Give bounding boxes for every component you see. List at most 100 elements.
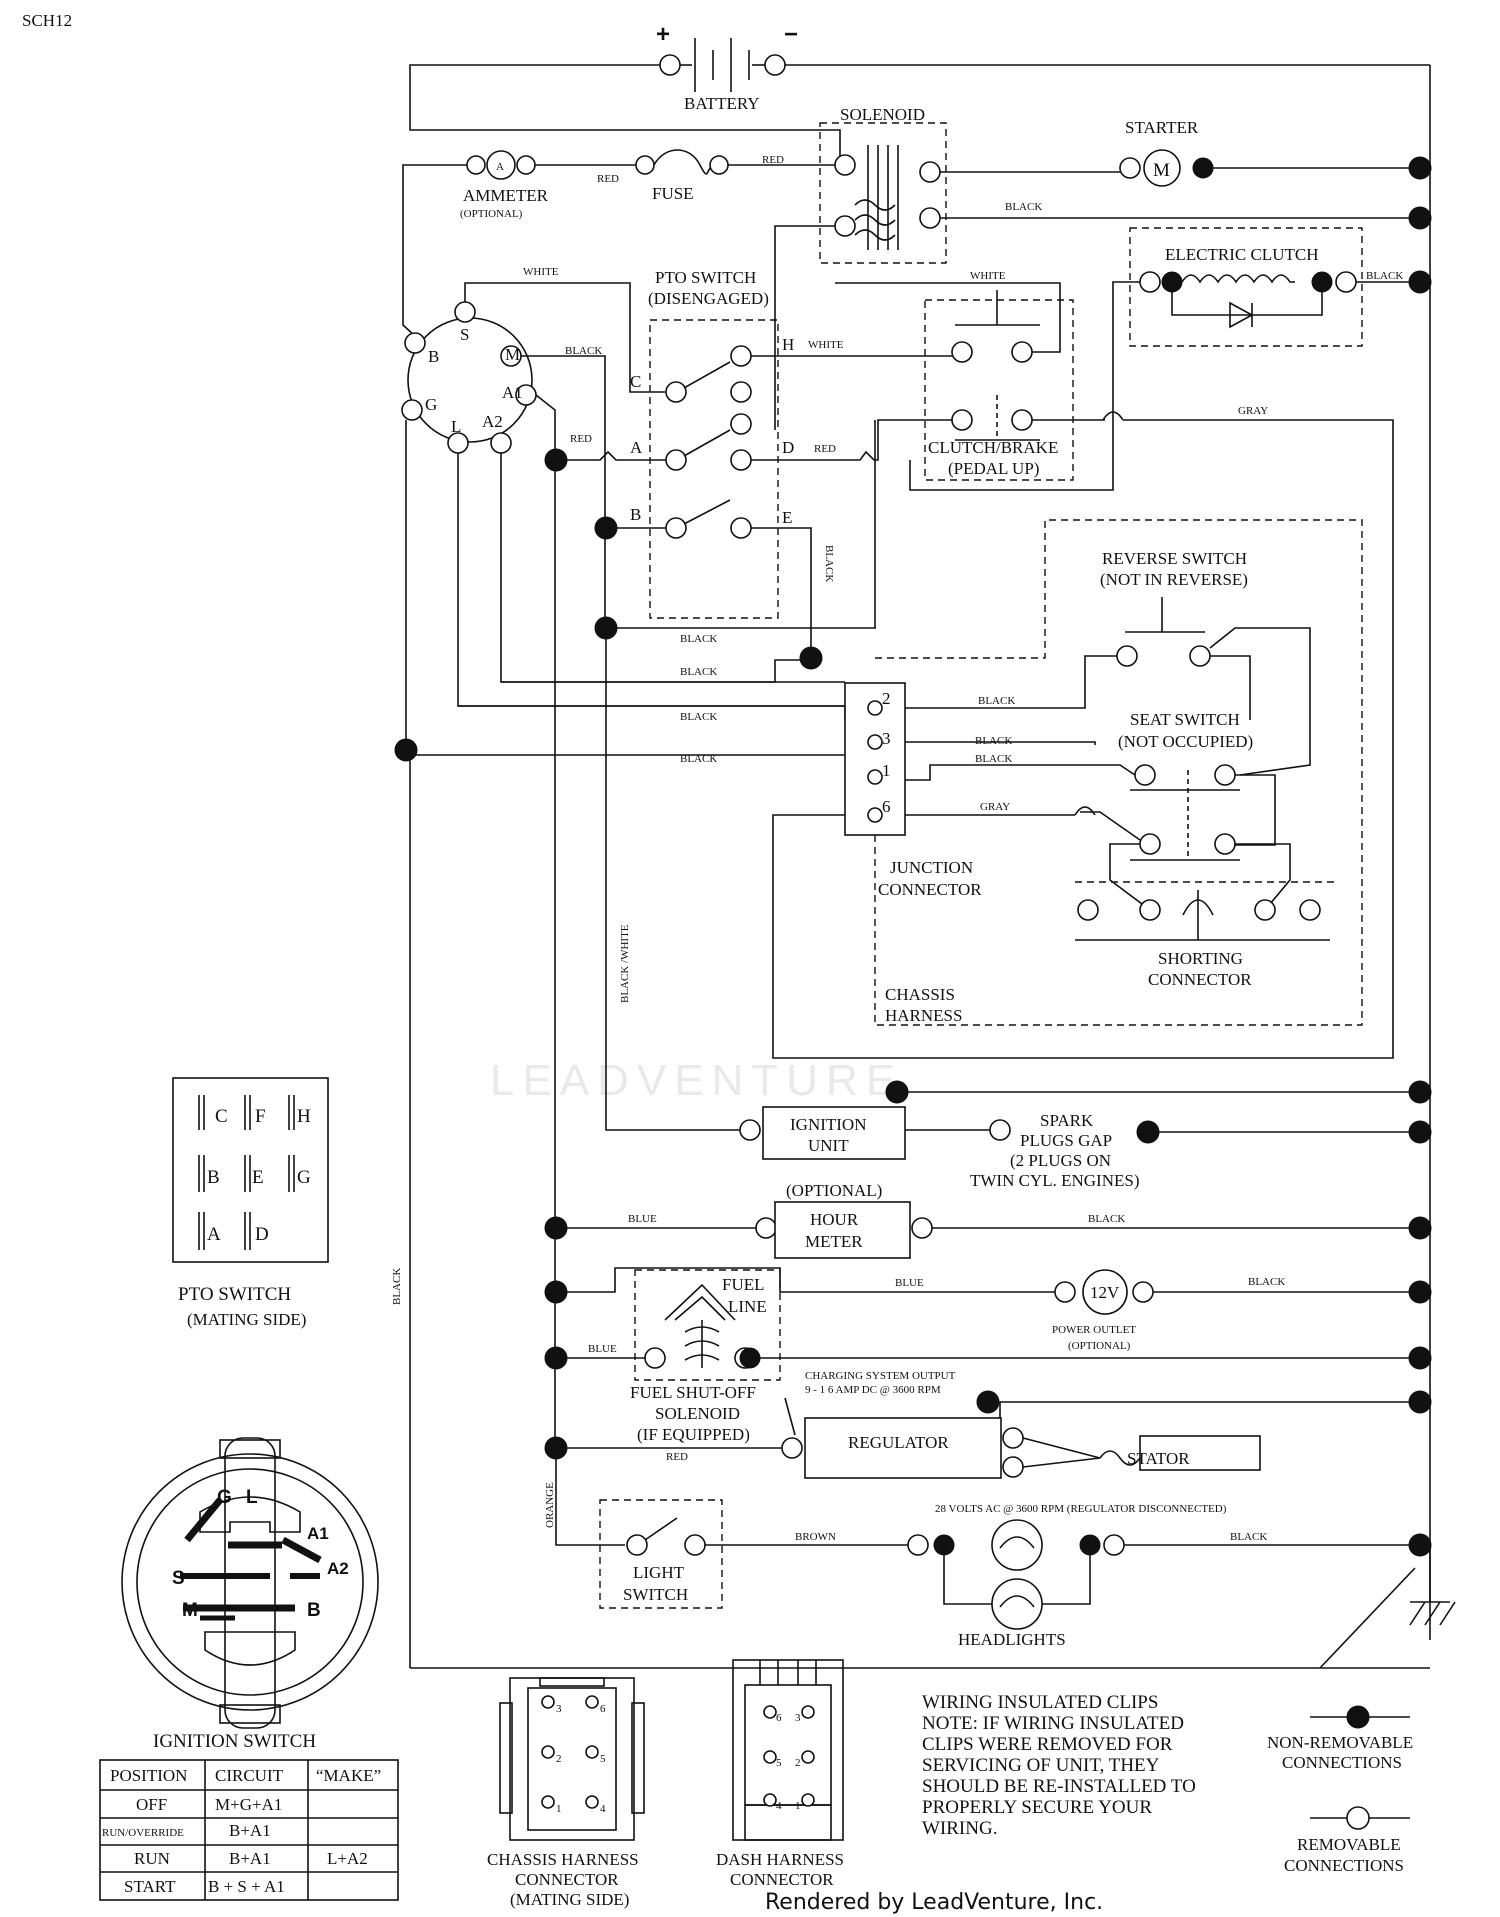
solenoid-coil-wire <box>774 225 835 430</box>
svg-text:STATOR: STATOR <box>1127 1449 1190 1468</box>
svg-text:2: 2 <box>556 1753 562 1765</box>
svg-text:GRAY: GRAY <box>980 801 1010 813</box>
svg-text:NOTE: IF WIRING INSULATED: NOTE: IF WIRING INSULATED <box>922 1713 1184 1734</box>
fuse-label: FUSE <box>652 184 694 203</box>
svg-text:WIRING INSULATED CLIPS: WIRING INSULATED CLIPS <box>922 1692 1158 1713</box>
svg-text:D: D <box>255 1224 269 1245</box>
svg-text:SHOULD BE RE-INSTALLED TO: SHOULD BE RE-INSTALLED TO <box>922 1776 1196 1797</box>
svg-text:PLUGS GAP: PLUGS GAP <box>1020 1131 1112 1150</box>
svg-text:C: C <box>630 372 641 391</box>
pto-mating-side: C F H B E G A D PTO SWITCH (MATING SIDE) <box>172 1077 329 1329</box>
svg-text:(NOT OCCUPIED): (NOT OCCUPIED) <box>1118 732 1253 751</box>
solenoid: SOLENOID <box>819 105 947 264</box>
ign-a2-wire <box>500 453 810 683</box>
svg-text:CONNECTOR: CONNECTOR <box>1148 970 1252 989</box>
svg-text:BLACK: BLACK <box>680 666 717 678</box>
svg-text:4: 4 <box>776 1800 782 1812</box>
note-block: WIRING INSULATED CLIPS NOTE: IF WIRING I… <box>922 1692 1196 1839</box>
svg-text:CONNECTOR: CONNECTOR <box>878 880 982 899</box>
svg-text:1: 1 <box>795 1800 801 1812</box>
svg-text:TWIN CYL. ENGINES): TWIN CYL. ENGINES) <box>970 1171 1140 1190</box>
svg-text:REMOVABLE: REMOVABLE <box>1297 1835 1401 1854</box>
svg-text:(2 PLUGS ON: (2 PLUGS ON <box>1010 1151 1111 1170</box>
svg-text:6: 6 <box>776 1712 782 1724</box>
svg-text:9 - 1 6 AMP DC @ 3600 RPM: 9 - 1 6 AMP DC @ 3600 RPM <box>805 1384 941 1396</box>
spark-plugs-label: SPARK <box>1040 1111 1094 1130</box>
svg-text:RED: RED <box>814 443 836 455</box>
regulator: REGULATOR <box>781 1417 1024 1479</box>
ignition-terminal-block: S B M A1 G L A2 <box>401 301 537 454</box>
svg-text:BLACK: BLACK <box>975 735 1012 747</box>
svg-text:D: D <box>782 438 794 457</box>
dash-harness-connector: 6 3 5 2 4 1 DASH HARNESS CONNECTOR <box>716 1659 844 1889</box>
svg-text:PROPERLY SECURE YOUR: PROPERLY SECURE YOUR <box>922 1797 1152 1818</box>
svg-text:CONNECTOR: CONNECTOR <box>730 1870 834 1889</box>
pto-d-red-wire <box>751 419 962 461</box>
svg-text:BLACK: BLACK <box>1005 201 1042 213</box>
svg-text:M: M <box>1153 160 1170 181</box>
svg-text:H: H <box>782 335 794 354</box>
battery-label: BATTERY <box>684 94 760 113</box>
svg-text:A1: A1 <box>307 1524 329 1543</box>
svg-text:4: 4 <box>600 1803 606 1815</box>
sheet-id: SCH12 <box>22 11 72 30</box>
ignition-unit: IGNITION UNIT <box>739 1106 906 1160</box>
svg-text:E: E <box>252 1167 264 1188</box>
svg-text:S: S <box>172 1568 185 1589</box>
reverse-seat-wire <box>1209 627 1311 776</box>
shorting-connector: SHORTING CONNECTOR <box>1075 881 1335 989</box>
svg-text:JUNCTION: JUNCTION <box>890 858 973 877</box>
svg-text:WIRING.: WIRING. <box>922 1818 997 1839</box>
svg-text:DASH HARNESS: DASH HARNESS <box>716 1850 844 1869</box>
svg-text:HEADLIGHTS: HEADLIGHTS <box>958 1630 1066 1649</box>
svg-text:A2: A2 <box>482 412 503 431</box>
svg-text:2: 2 <box>882 689 891 708</box>
svg-text:G: G <box>425 395 437 414</box>
svg-text:A2: A2 <box>327 1559 349 1578</box>
gray-wire <box>772 419 1394 1059</box>
svg-text:3: 3 <box>556 1703 562 1715</box>
ammeter-note: (OPTIONAL) <box>460 208 523 220</box>
svg-text:RED: RED <box>762 154 784 166</box>
svg-text:RUN/OVERRIDE: RUN/OVERRIDE <box>102 1827 184 1839</box>
svg-text:C: C <box>215 1106 228 1127</box>
svg-text:BLUE: BLUE <box>588 1343 617 1355</box>
svg-text:BLUE: BLUE <box>628 1213 657 1225</box>
svg-text:G: G <box>297 1167 311 1188</box>
svg-text:FUEL SHUT-OFF: FUEL SHUT-OFF <box>630 1383 756 1402</box>
svg-text:SEAT SWITCH: SEAT SWITCH <box>1130 710 1240 729</box>
starter: M STARTER <box>1119 118 1214 187</box>
light-switch: LIGHT SWITCH <box>599 1499 723 1609</box>
chassis-harness-boundary <box>874 519 1363 1026</box>
svg-text:BLACK: BLACK <box>1366 270 1403 282</box>
headlight-icon <box>991 1519 1043 1571</box>
svg-text:IGNITION: IGNITION <box>790 1115 866 1134</box>
svg-text:CHARGING SYSTEM OUTPUT: CHARGING SYSTEM OUTPUT <box>805 1370 956 1382</box>
svg-text:S: S <box>460 325 469 344</box>
svg-text:RED: RED <box>570 433 592 445</box>
svg-text:(PEDAL UP): (PEDAL UP) <box>948 459 1039 478</box>
svg-text:2: 2 <box>795 1757 801 1769</box>
svg-text:BLACK: BLACK <box>1248 1276 1285 1288</box>
svg-text:F: F <box>255 1106 266 1127</box>
svg-text:BLACK: BLACK <box>975 753 1012 765</box>
svg-text:BLACK: BLACK <box>1088 1213 1125 1225</box>
svg-text:B+A1: B+A1 <box>229 1849 271 1868</box>
battery: + − BATTERY <box>656 21 798 113</box>
svg-text:HOUR: HOUR <box>810 1210 859 1229</box>
svg-text:B: B <box>207 1167 220 1188</box>
spark-plug-terminal <box>989 1119 1011 1141</box>
battery-minus-sign: − <box>784 21 798 48</box>
svg-text:B: B <box>428 347 439 366</box>
svg-text:E: E <box>782 508 792 527</box>
clutch-white-wire <box>835 282 1061 353</box>
svg-text:LINE: LINE <box>728 1297 767 1316</box>
svg-text:5: 5 <box>776 1757 782 1769</box>
svg-text:CHASSIS HARNESS: CHASSIS HARNESS <box>487 1850 639 1869</box>
stator: STATOR <box>1099 1435 1261 1471</box>
starter-motor-icon <box>1143 149 1181 187</box>
svg-text:STARTER: STARTER <box>1125 118 1199 137</box>
clutch-brake-switch: CLUTCH/BRAKE (PEDAL UP) <box>924 290 1074 481</box>
svg-text:CONNECTIONS: CONNECTIONS <box>1282 1753 1402 1772</box>
power-outlet: 12V POWER OUTLET (OPTIONAL) <box>1052 1269 1154 1352</box>
